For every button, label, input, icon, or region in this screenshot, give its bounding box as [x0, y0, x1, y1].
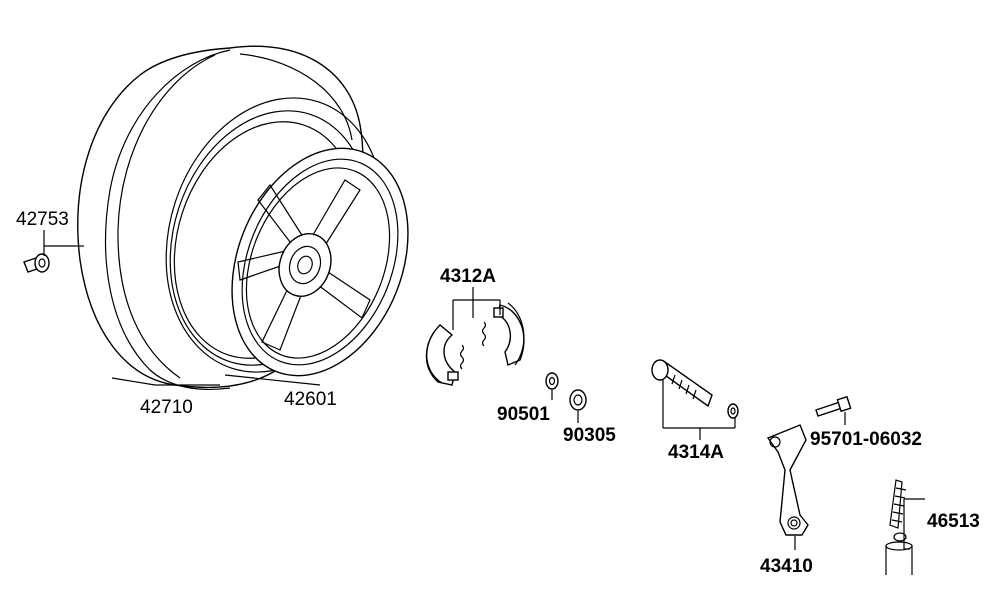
label-42753: 42753	[16, 209, 69, 230]
bolt-95701-06032	[815, 395, 852, 417]
label-42710: 42710	[140, 397, 193, 418]
label-43410: 43410	[760, 556, 813, 577]
washer-90501	[545, 372, 559, 390]
label-46513: 46513	[927, 511, 980, 532]
label-4314A: 4314A	[668, 442, 724, 463]
nut-90305	[569, 389, 587, 411]
shaft-4314A	[651, 359, 739, 419]
label-4312A: 4312A	[440, 266, 496, 287]
rim-42601	[165, 97, 409, 377]
spring-46513	[885, 479, 913, 575]
label-90305: 90305	[563, 425, 616, 446]
label-90501: 90501	[497, 404, 550, 425]
arm-43410	[766, 424, 809, 536]
brake-shoes-4312A	[425, 302, 525, 386]
label-42601: 42601	[284, 389, 337, 410]
leader-lines	[43, 230, 925, 550]
valve-42753	[23, 253, 50, 273]
label-95701-06032: 95701-06032	[810, 429, 922, 450]
